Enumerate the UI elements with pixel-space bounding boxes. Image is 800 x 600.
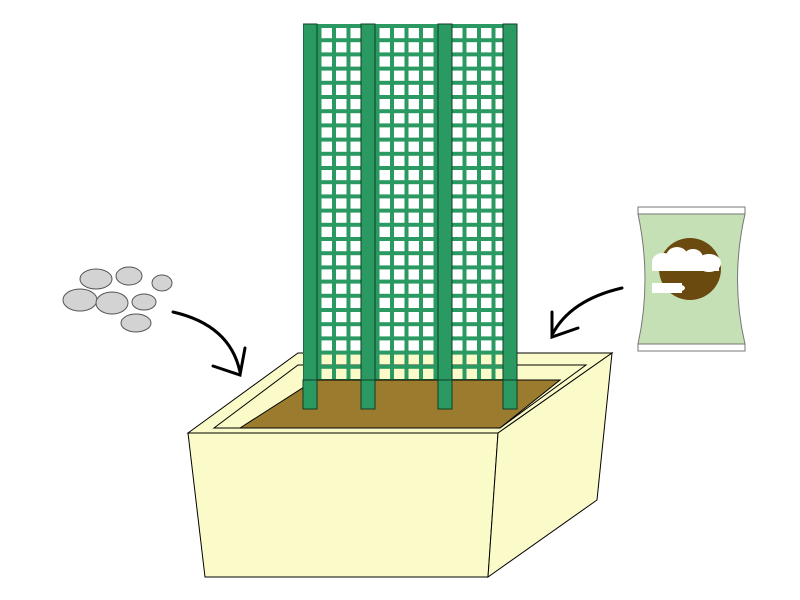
trellis-slat-horizontal: [303, 251, 517, 256]
trellis-slat-vertical: [477, 24, 481, 390]
pebble: [131, 293, 157, 311]
trellis-slat-horizontal: [303, 95, 517, 99]
trellis-slat-horizontal: [303, 308, 517, 312]
soil-bag-emblem: [652, 238, 721, 300]
trellis-post: [502, 23, 518, 390]
trellis-posts: [303, 23, 518, 390]
trellis-post-base: [502, 379, 518, 410]
trellis-slat-vertical: [346, 24, 351, 390]
trellis-slat-horizontal: [303, 151, 517, 156]
trellis-slat-horizontal: [303, 350, 517, 355]
trellis-slat-horizontal: [303, 336, 517, 341]
planter-front: [187, 351, 613, 579]
trellis-post-base: [302, 379, 318, 410]
pebble: [62, 288, 98, 312]
trellis-post: [303, 23, 318, 390]
trellis-slat-horizontal: [303, 66, 517, 71]
trellis-slat-horizontal: [303, 52, 517, 57]
trellis-slat-horizontal: [303, 364, 517, 369]
pebbles: [62, 266, 173, 333]
trellis-slat-vertical: [404, 24, 409, 390]
arrow-bag-to-planter: [550, 286, 624, 340]
trellis-slat-horizontal: [303, 194, 517, 199]
trellis-slat-horizontal: [303, 137, 517, 142]
trellis-slat-horizontal: [303, 222, 517, 227]
trellis-slat-vertical: [433, 24, 438, 390]
trellis-slat-horizontal: [303, 80, 517, 85]
pebble: [95, 291, 129, 315]
soil-bag-top-seal: [637, 206, 746, 215]
trellis-slat-horizontal: [303, 293, 517, 298]
pebble: [120, 313, 152, 333]
trellis-slat-horizontal: [303, 38, 517, 43]
trellis-slat-vertical: [332, 24, 336, 390]
trellis-post: [360, 23, 376, 390]
trellis-post-base: [437, 379, 453, 410]
trellis-slat-vertical: [491, 24, 496, 390]
trellis-slat-horizontal: [303, 237, 517, 241]
trellis-slat-vertical: [419, 24, 423, 390]
trellis-post-bases: [302, 379, 518, 410]
trellis-post-base: [360, 379, 376, 410]
trellis-slat-vertical: [390, 24, 394, 390]
trellis-slat-horizontal: [303, 279, 517, 284]
trellis-slat-horizontal: [303, 166, 517, 170]
trellis-slat-vertical: [317, 24, 322, 390]
trellis-post: [437, 23, 453, 390]
soil-bag: [637, 206, 746, 352]
trellis-slat-horizontal: [303, 265, 517, 270]
trellis-slat-vertical: [462, 24, 467, 390]
trellis-slat-horizontal: [303, 109, 517, 114]
planter-side-face: [487, 351, 613, 579]
trellis-slat-horizontal: [303, 24, 517, 28]
trellis-slat-horizontal: [303, 123, 517, 128]
trellis-slat-horizontal: [303, 322, 517, 327]
pebble: [79, 268, 113, 290]
soil: [238, 379, 562, 429]
trellis: [303, 23, 518, 390]
trellis-lattice: [303, 24, 517, 390]
soil-bag-bottom-seal: [637, 343, 746, 352]
arrow-pebbles-to-planter: [171, 310, 247, 377]
trellis-slat-horizontal: [303, 180, 517, 185]
pebble: [151, 274, 173, 292]
trellis-slat-vertical: [375, 24, 380, 390]
trellis-slat-horizontal: [303, 208, 517, 213]
planter-front-face: [187, 432, 499, 578]
pebble: [115, 266, 143, 286]
